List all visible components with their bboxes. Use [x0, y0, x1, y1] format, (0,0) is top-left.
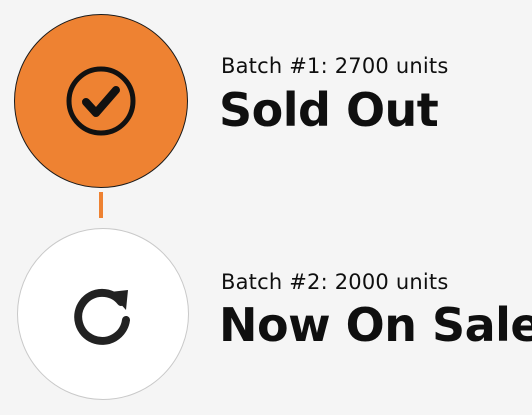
- timeline-connector: [99, 192, 103, 218]
- batch-1-label: Batch #1: 2700 units: [221, 54, 449, 78]
- batch-2-label: Batch #2: 2000 units: [221, 270, 449, 294]
- batch-2-status-circle: [17, 228, 189, 400]
- check-circle-icon: [66, 66, 136, 136]
- batch-2-status: Now On Sale: [219, 298, 532, 352]
- batch-1-status-circle: [14, 14, 188, 188]
- batch-1-status: Sold Out: [219, 83, 439, 137]
- refresh-icon: [74, 288, 130, 345]
